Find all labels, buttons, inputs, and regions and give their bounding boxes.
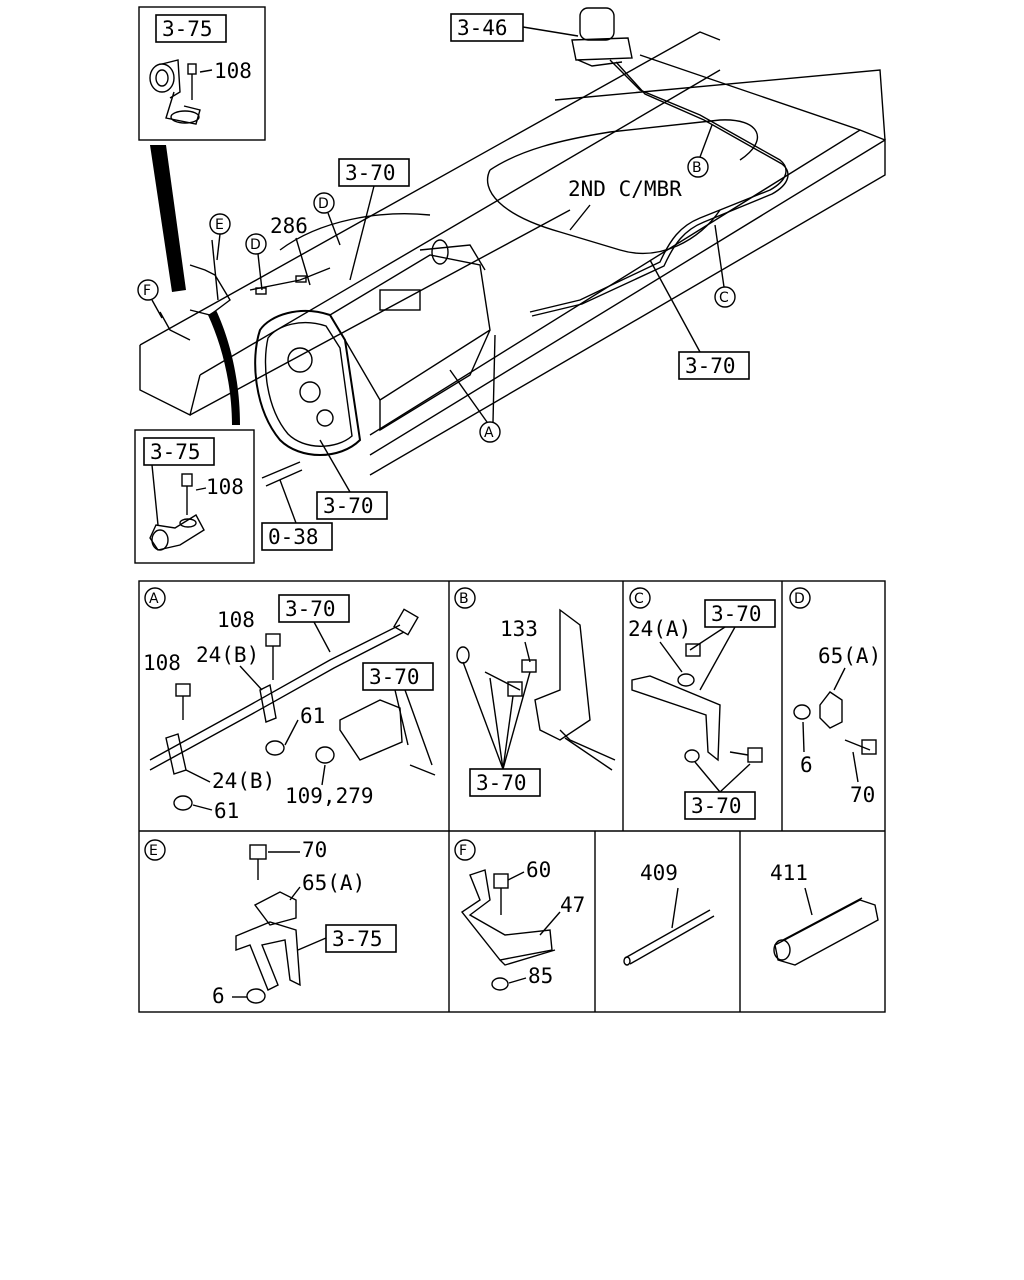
svg-text:C: C bbox=[634, 591, 644, 607]
svg-text:B: B bbox=[459, 591, 469, 607]
transmission bbox=[254, 239, 491, 456]
panel-411: 411 bbox=[770, 861, 879, 966]
inset-clip-mid: 3-75 108 bbox=[134, 429, 255, 564]
svg-text:61: 61 bbox=[214, 799, 239, 823]
svg-text:108: 108 bbox=[143, 651, 181, 675]
callout-3-46: 3-46 bbox=[457, 16, 508, 40]
svg-text:109,279: 109,279 bbox=[285, 784, 374, 808]
callout-3-70-upper: 3-70 bbox=[345, 161, 396, 185]
svg-text:F: F bbox=[143, 283, 151, 299]
inset-clip-top: 3-75 108 bbox=[138, 6, 266, 141]
main-assembly: 3-75 108 3-46 bbox=[134, 6, 886, 564]
svg-text:A: A bbox=[484, 425, 494, 441]
svg-text:F: F bbox=[459, 843, 467, 859]
svg-text:D: D bbox=[250, 237, 261, 253]
svg-text:C: C bbox=[719, 290, 729, 306]
marker-c: C bbox=[714, 224, 736, 308]
svg-text:24(B): 24(B) bbox=[196, 643, 259, 667]
marker-d-right: D bbox=[313, 192, 341, 246]
panel-409: 409 bbox=[623, 861, 715, 966]
svg-text:6: 6 bbox=[800, 753, 813, 777]
svg-text:6: 6 bbox=[212, 984, 225, 1008]
svg-text:3-70: 3-70 bbox=[285, 597, 336, 621]
svg-text:3-70: 3-70 bbox=[691, 794, 742, 818]
svg-text:65(A): 65(A) bbox=[302, 871, 365, 895]
frame-rails bbox=[139, 31, 886, 476]
svg-text:3-75: 3-75 bbox=[332, 927, 383, 951]
svg-text:24(B): 24(B) bbox=[212, 769, 275, 793]
svg-text:3-70: 3-70 bbox=[711, 602, 762, 626]
svg-text:E: E bbox=[149, 843, 158, 859]
callout-3-70-right: 3-70 bbox=[685, 354, 736, 378]
marker-a: A bbox=[449, 334, 501, 443]
panel-f: F 60 47 85 bbox=[454, 839, 585, 991]
svg-text:D: D bbox=[794, 591, 805, 607]
svg-text:133: 133 bbox=[500, 617, 538, 641]
label-2nd-cmbr: 2ND C/MBR bbox=[568, 177, 682, 201]
svg-text:70: 70 bbox=[302, 838, 327, 862]
panel-c: C 3-70 24(A) 3-70 bbox=[628, 587, 776, 820]
svg-text:D: D bbox=[318, 196, 329, 212]
svg-text:108: 108 bbox=[217, 608, 255, 632]
panel-e: E 70 65(A) 3-75 6 bbox=[144, 838, 397, 1008]
svg-text:A: A bbox=[149, 591, 159, 607]
air-valve bbox=[571, 7, 633, 67]
callout-0-38: 0-38 bbox=[268, 525, 319, 549]
marker-d-left: D bbox=[245, 233, 267, 291]
svg-text:3-70: 3-70 bbox=[476, 771, 527, 795]
svg-text:24(A): 24(A) bbox=[628, 617, 691, 641]
svg-text:70: 70 bbox=[850, 783, 875, 807]
marker-f: F bbox=[137, 279, 163, 319]
svg-text:E: E bbox=[215, 217, 224, 233]
svg-text:65(A): 65(A) bbox=[818, 644, 881, 668]
callout-3-75-mid: 3-75 bbox=[150, 440, 201, 464]
marker-e: E bbox=[209, 213, 231, 261]
label-286: 286 bbox=[270, 214, 308, 238]
panel-a: A 3-70 108 108 24(B) 61 24(B) 61 3-70 10… bbox=[143, 587, 436, 823]
callout-3-70-lower: 3-70 bbox=[323, 494, 374, 518]
callout-3-75-top: 3-75 bbox=[162, 17, 213, 41]
svg-text:61: 61 bbox=[300, 704, 325, 728]
marker-b: B bbox=[687, 124, 713, 178]
panel-d: D 65(A) 6 70 bbox=[789, 587, 881, 807]
panel-b: B 133 3-70 bbox=[454, 587, 616, 797]
svg-text:411: 411 bbox=[770, 861, 808, 885]
svg-text:60: 60 bbox=[526, 858, 551, 882]
label-108-mid: 108 bbox=[206, 475, 244, 499]
detail-grid bbox=[138, 580, 886, 1013]
svg-text:47: 47 bbox=[560, 893, 585, 917]
air-tubes bbox=[529, 59, 789, 317]
svg-text:409: 409 bbox=[640, 861, 678, 885]
label-108-top: 108 bbox=[214, 59, 252, 83]
harness-strip bbox=[150, 145, 186, 292]
svg-text:3-70: 3-70 bbox=[369, 665, 420, 689]
svg-text:B: B bbox=[692, 160, 702, 176]
svg-text:85: 85 bbox=[528, 964, 553, 988]
